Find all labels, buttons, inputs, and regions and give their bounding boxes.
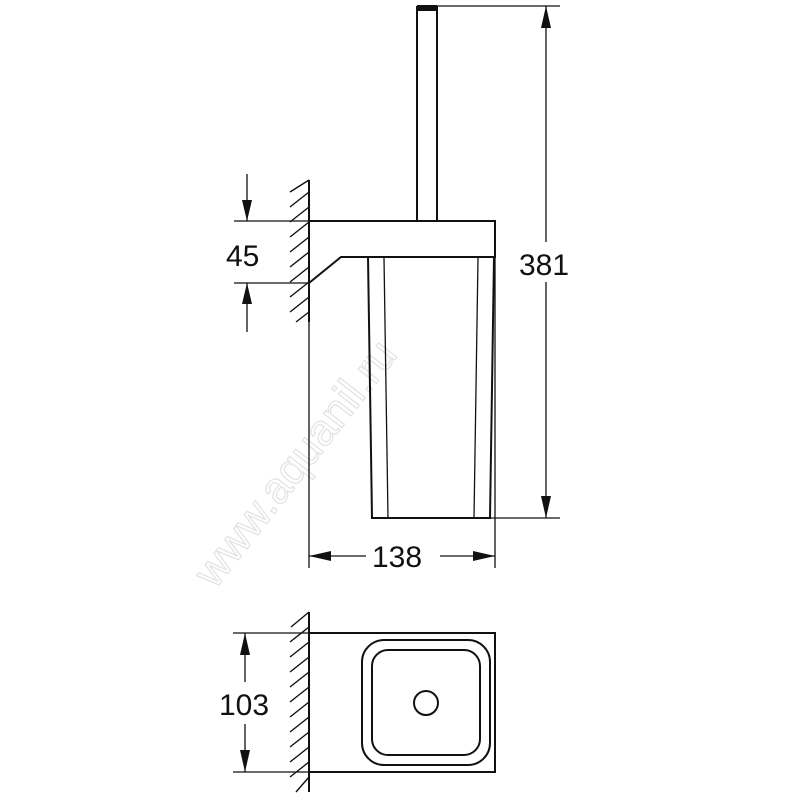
front-view: 45 381 138: [226, 5, 569, 574]
wall-bracket: [308, 220, 496, 284]
dimension-width: 103: [219, 633, 269, 772]
dimension-total-height: 381: [519, 6, 569, 518]
cup-inner: [371, 649, 481, 756]
handle-hole: [413, 690, 439, 716]
wall-hatch-top: [289, 611, 310, 793]
svg-text:45: 45: [226, 240, 259, 273]
dimension-bracket-height: 45: [226, 174, 259, 332]
brush-handle: [416, 5, 438, 221]
top-view: 103: [219, 611, 496, 793]
holder-outline: [308, 632, 496, 773]
svg-text:381: 381: [519, 249, 569, 282]
svg-text:138: 138: [372, 541, 422, 574]
cup-outer: [361, 639, 491, 766]
svg-text:103: 103: [219, 689, 269, 722]
dimension-depth: 138: [309, 541, 495, 574]
wall-hatch: [289, 179, 310, 323]
brush-cup: [367, 256, 495, 519]
